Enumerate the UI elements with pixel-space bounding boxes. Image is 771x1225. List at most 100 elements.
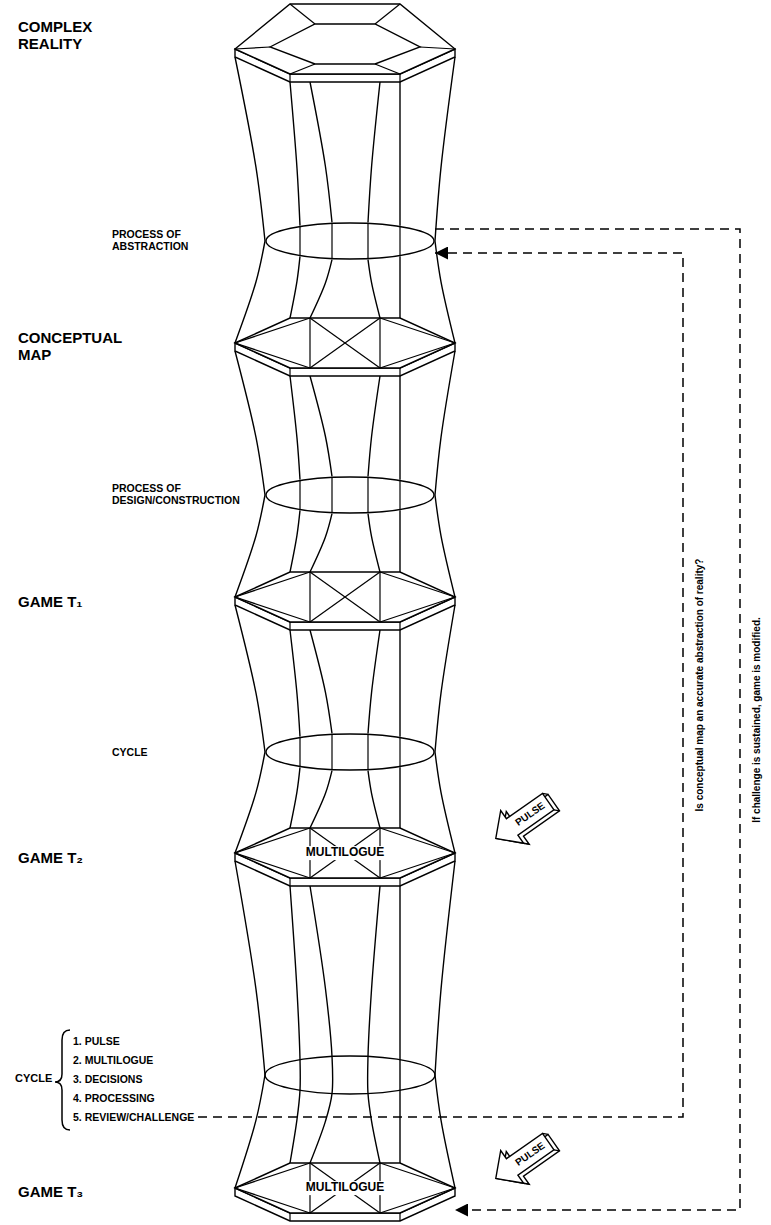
strand-line — [435, 861, 455, 1188]
process-label: PROCESS OF DESIGN/CONSTRUCTION — [112, 482, 262, 506]
feedback-arrow — [435, 229, 740, 1210]
ring-outline — [266, 734, 434, 770]
ring-strand — [331, 223, 332, 258]
level-hexagon: GAME T₃MULTILOGUE — [235, 1163, 455, 1221]
ring-strand — [331, 477, 332, 512]
facet-line — [290, 4, 315, 24]
process-ring-outline — [265, 222, 435, 260]
cycle-ring — [265, 1056, 435, 1094]
feedback-question: Is conceptual map an accurate abstractio… — [694, 557, 706, 814]
ring-strand — [331, 734, 332, 769]
ring-strand — [399, 227, 400, 256]
slab-face — [235, 828, 455, 878]
facet-line — [399, 622, 400, 630]
process-ring-outline — [265, 476, 435, 514]
strand-line — [368, 886, 380, 1163]
level-label: GAME T₂ — [18, 849, 83, 866]
strand-line — [310, 260, 332, 318]
ring-strand — [299, 738, 300, 767]
facet-line — [399, 878, 400, 886]
level-label: COMPLEX REALITY — [18, 18, 128, 53]
pulse-arrow: PULSE — [484, 785, 559, 854]
strand-line — [368, 376, 380, 476]
cycle-step: 5. REVIEW/CHALLENGE — [73, 1110, 194, 1124]
strand-line — [290, 767, 300, 828]
cycle-list: CYCLE1. PULSE2. MULTILOGUE3. DECISIONS4.… — [15, 1034, 198, 1130]
ring-outline — [266, 477, 434, 513]
multilogue-text: MULTILOGUE — [303, 846, 387, 860]
facet-line — [290, 64, 315, 74]
level-hexagon: CONCEPTUAL MAP — [235, 318, 455, 376]
cycle-step: 2. MULTILOGUE — [73, 1053, 153, 1067]
facet-line — [420, 47, 455, 49]
strand-line — [399, 767, 400, 828]
strand-line — [435, 605, 455, 752]
strand-line — [399, 510, 400, 572]
facet-line — [235, 828, 310, 853]
facet-line — [310, 318, 380, 368]
strand-line — [399, 376, 400, 480]
facet-line — [235, 853, 310, 878]
facet-line — [235, 318, 310, 343]
strand-line — [368, 82, 380, 222]
strand-line — [399, 82, 400, 226]
facet-line — [380, 343, 455, 368]
cycle-label: CYCLE — [15, 1071, 52, 1085]
process-ring-outline — [265, 733, 435, 771]
process-ring: PROCESS OF ABSTRACTION — [265, 222, 435, 260]
feedback-question: If challenge is sustained, game is modif… — [751, 615, 763, 825]
facet-line — [310, 572, 380, 622]
strand-line — [235, 495, 265, 597]
ring-strand — [399, 738, 400, 767]
strand-line — [368, 514, 380, 572]
level-label: CONCEPTUAL MAP — [18, 329, 138, 364]
level-hexagon: GAME T₁ — [235, 572, 455, 630]
cycle-step: 1. PULSE — [73, 1034, 120, 1048]
slab-face — [235, 572, 455, 622]
facet-line — [289, 368, 290, 376]
strand-line — [290, 630, 300, 737]
ring-strand — [367, 734, 368, 769]
strand-line — [435, 57, 455, 241]
strand-line — [235, 57, 265, 241]
facet-line — [289, 878, 290, 886]
level-hexagon-outline — [235, 318, 455, 376]
facet-line — [235, 597, 310, 622]
strand-line — [435, 495, 455, 597]
level-hexagon: GAME T₂MULTILOGUE — [235, 828, 455, 886]
strand-line — [368, 630, 380, 733]
strand-line — [310, 630, 332, 733]
strand-line — [290, 376, 300, 480]
slab-face — [235, 1163, 455, 1213]
facet-line — [375, 64, 400, 74]
facet-line — [399, 74, 400, 82]
inner-hexagon — [270, 24, 420, 64]
facet-line — [235, 1188, 310, 1213]
level-hexagon-outline — [235, 572, 455, 630]
slab-face — [235, 318, 455, 368]
tower-strands — [235, 57, 455, 241]
facet-line — [399, 1213, 400, 1221]
process-label: PROCESS OF ABSTRACTION — [112, 228, 222, 252]
facet-line — [380, 1163, 455, 1188]
ring-strand — [299, 481, 300, 510]
facet-line — [379, 318, 380, 368]
strand-line — [310, 886, 333, 1163]
strand-line — [399, 886, 400, 1163]
arrow-face — [484, 1125, 559, 1194]
facet-line — [310, 318, 380, 368]
dashed-line — [435, 229, 740, 1210]
reality-slab: COMPLEX REALITY — [235, 2, 455, 82]
strand-line — [310, 514, 332, 572]
process-ring: PROCESS OF DESIGN/CONSTRUCTION — [265, 476, 435, 514]
strand-line — [368, 771, 380, 828]
strand-line — [290, 256, 300, 318]
dashed-line — [198, 253, 683, 1117]
arrow-edge — [554, 1148, 560, 1154]
strand-line — [399, 630, 400, 737]
ring-outline — [266, 223, 434, 259]
facet-line — [380, 828, 455, 853]
facet-line — [235, 343, 310, 368]
facet-line — [289, 622, 290, 630]
